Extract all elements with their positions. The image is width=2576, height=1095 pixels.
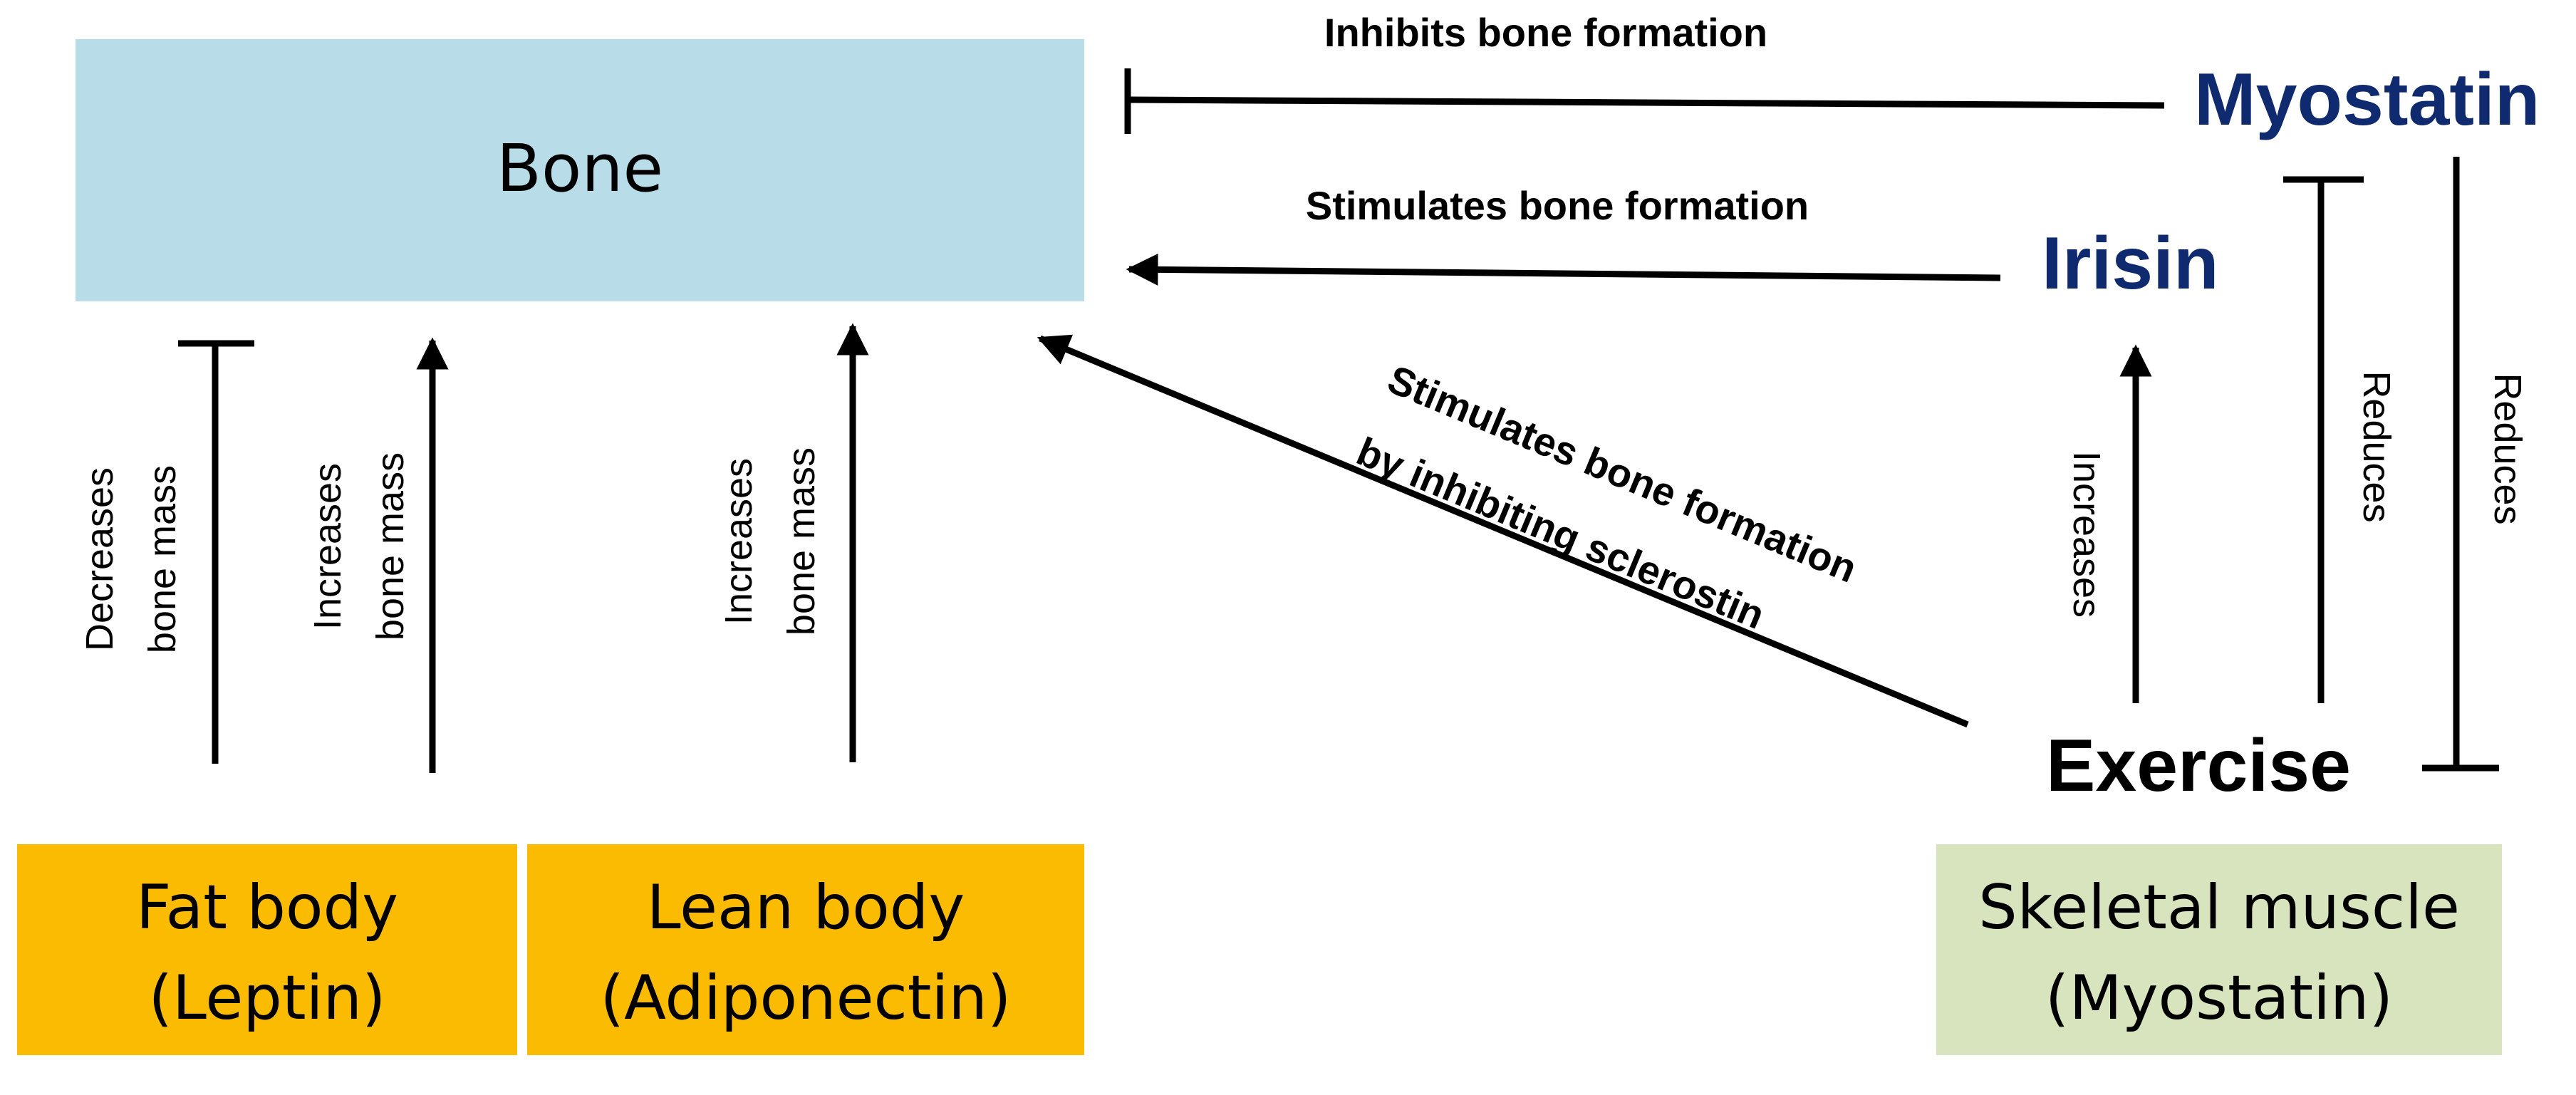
leptin-label-1: Decreases <box>78 467 121 651</box>
lean-body-label: Lean body <box>647 872 965 943</box>
adiponectin-label: (Adiponectin) <box>601 962 1012 1034</box>
fat-increase-label-1: Increases <box>306 463 349 630</box>
skeletal-muscle-box <box>1936 844 2502 1055</box>
myostatin-box-label: (Myostatin) <box>2045 962 2393 1034</box>
skeletal-muscle-label: Skeletal muscle <box>1978 872 2460 943</box>
exercise-irisin-label: Increases <box>2065 451 2108 618</box>
leptin-label: (Leptin) <box>148 962 385 1034</box>
myostatin-bone-inhibit-line <box>1127 96 2165 109</box>
lean-body-box <box>527 844 1084 1055</box>
myostatin-node: Myostatin <box>2194 58 2540 141</box>
bone-box <box>76 39 1084 301</box>
myostatin-exercise-label: Reduces <box>2486 373 2529 524</box>
exercise-bone-arrow <box>1037 334 1969 728</box>
irisin-bone-arrow <box>1126 253 2001 286</box>
lean-label-1: Increases <box>717 458 760 625</box>
fat-body-box <box>17 844 517 1055</box>
bone-label: Bone <box>497 130 663 207</box>
fat-increase-label-2: bone mass <box>369 452 412 640</box>
exercise-myostatin-label: Reduces <box>2355 370 2398 522</box>
irisin-node: Irisin <box>2042 222 2219 305</box>
fat-body-label: Fat body <box>136 872 398 943</box>
lean-label-2: bone mass <box>780 447 823 635</box>
leptin-label-2: bone mass <box>141 465 184 653</box>
myostatin-bone-label: Inhibits bone formation <box>1324 10 1767 55</box>
irisin-bone-label: Stimulates bone formation <box>1306 183 1809 228</box>
exercise-node: Exercise <box>2046 725 2351 807</box>
